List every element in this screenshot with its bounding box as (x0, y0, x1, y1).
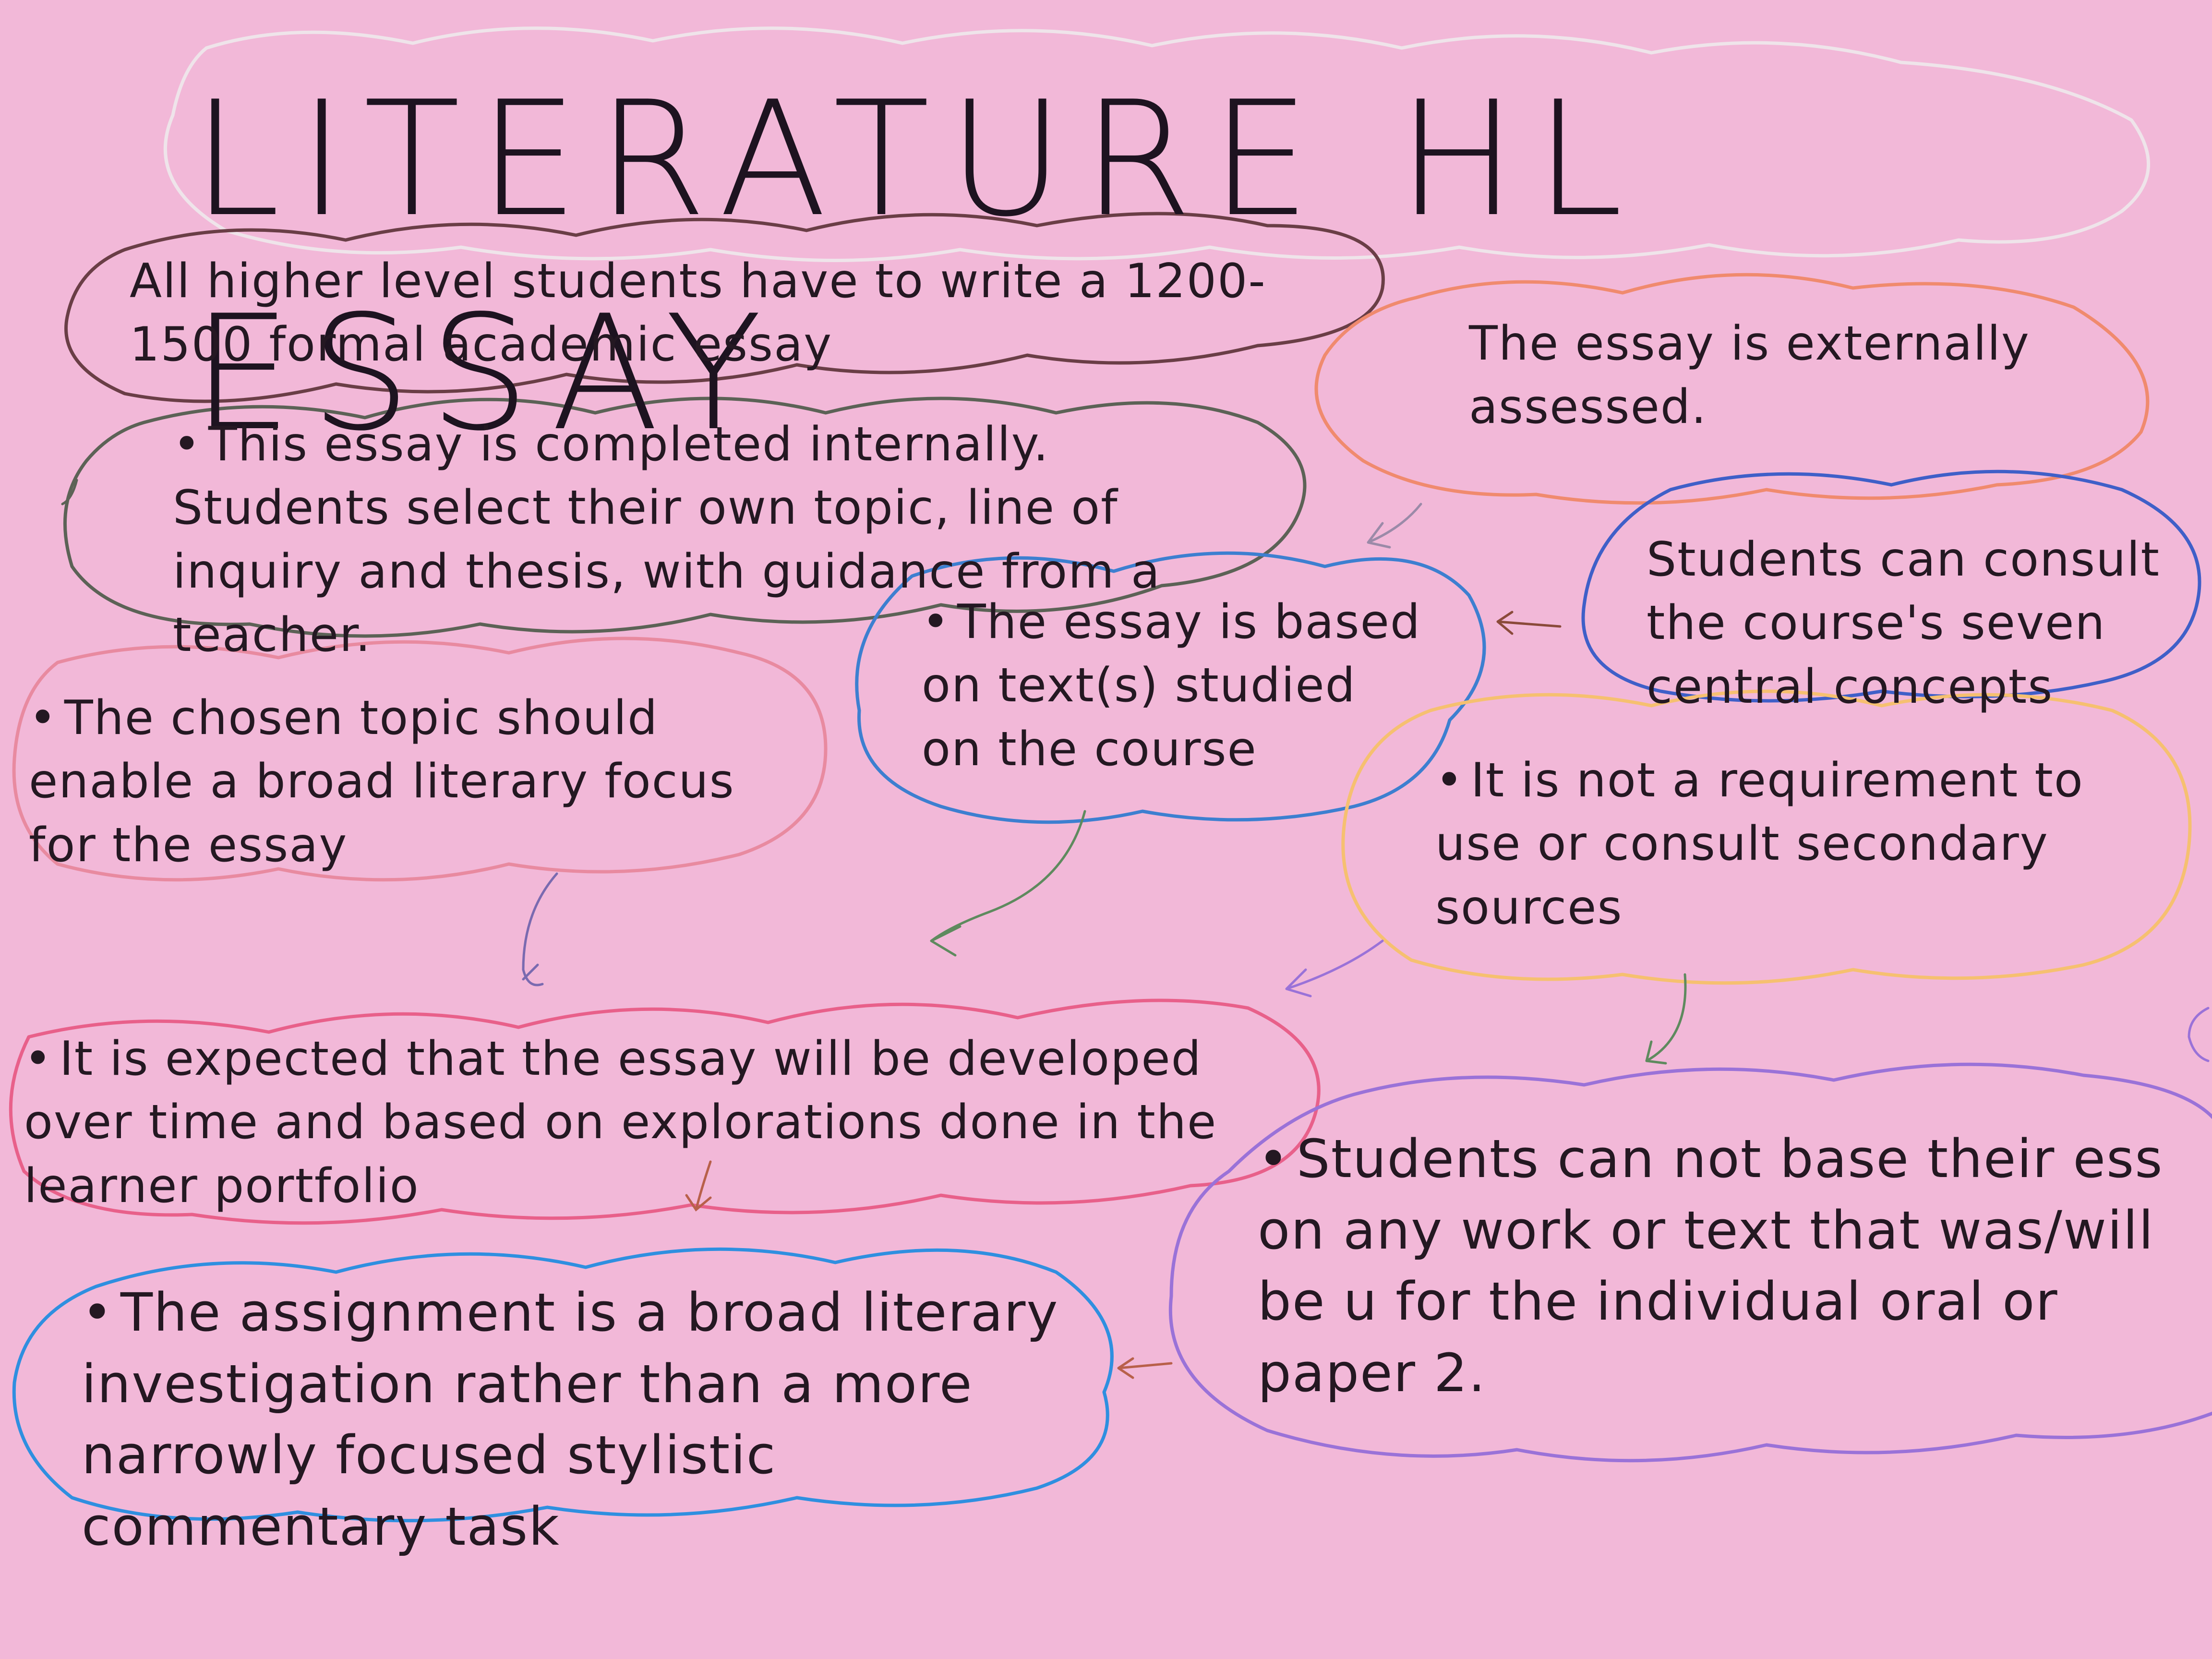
bullet-icon: • (1435, 753, 1464, 808)
bullet-icon: • (29, 691, 58, 745)
arrow-portfolio-to-assignment (685, 1160, 712, 1212)
arrow-internal-to-topic (61, 479, 78, 505)
internal-note-text: This essay is completed internally. Stud… (173, 417, 1161, 662)
title-cloud (163, 26, 2151, 262)
arrow-secondary-to-portfolio (1285, 939, 1384, 998)
texts-studied-note-text: The essay is based on text(s) studied on… (922, 595, 1421, 777)
internal-note: •This essay is completed internally. Stu… (173, 413, 1267, 667)
arrow-not-base-to-assignment (1117, 1357, 1173, 1379)
intro-note: All higher level students have to write … (130, 254, 1266, 373)
texts-studied-note: •The essay is based on text(s) studied o… (922, 590, 1431, 781)
arrow-topic-to-portfolio (522, 872, 558, 986)
arrow-right-edge (2188, 1007, 2210, 1062)
bullet-icon: • (173, 417, 202, 472)
intro-cloud (64, 212, 1385, 403)
not-base-note: •Students can not base their ess on any … (1258, 1123, 2199, 1408)
bullet-icon: • (922, 595, 950, 649)
assignment-cloud (12, 1247, 1114, 1523)
concepts-note: Students can consult the course's seven … (1647, 532, 2160, 714)
poster-title: LITERATURE HL ESSAY (192, 67, 1642, 466)
arrow-texts-to-portfolio (930, 810, 1086, 957)
topic-note-text: The chosen topic should enable a broad l… (29, 691, 735, 873)
not-base-cloud (1168, 1062, 2212, 1463)
portfolio-note: •It is expected that the essay will be d… (24, 1027, 1291, 1218)
concepts-cloud (1581, 469, 2201, 703)
bullet-icon: • (1258, 1128, 1290, 1190)
secondary-cloud (1341, 689, 2192, 985)
not-base-note-text: Students can not base their ess on any w… (1258, 1128, 2164, 1404)
topic-note: •The chosen topic should enable a broad … (29, 686, 806, 877)
secondary-note-text: It is not a requirement to use or consul… (1435, 753, 2084, 935)
portfolio-note-text: It is expected that the essay will be de… (24, 1032, 1217, 1214)
portfolio-cloud (9, 998, 1321, 1225)
texts-cloud (855, 551, 1486, 824)
bullet-icon: • (82, 1282, 114, 1343)
arrow-concepts-to-texts (1496, 611, 1562, 635)
bullet-icon: • (24, 1032, 53, 1086)
external-cloud (1314, 273, 2150, 505)
arrow-secondary-to-not-base (1645, 973, 1687, 1065)
external-note: The essay is externally assessed. (1469, 316, 2030, 435)
topic-cloud (12, 637, 828, 882)
assignment-note: •The assignment is a broad literary inve… (82, 1277, 1094, 1562)
secondary-note: •It is not a requirement to use or consu… (1435, 749, 2165, 939)
arrow-external-to-internal (1367, 503, 1422, 549)
internal-cloud (63, 397, 1307, 638)
assignment-note-text: The assignment is a broad literary inves… (82, 1282, 1059, 1557)
